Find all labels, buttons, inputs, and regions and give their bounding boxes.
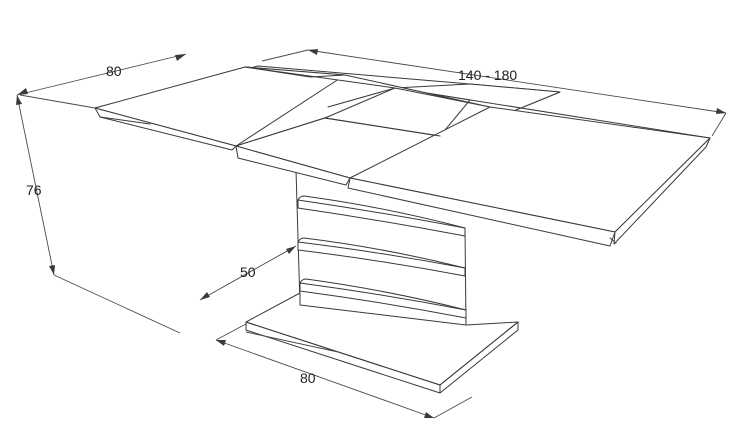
dim-base-width: 80 — [215, 323, 473, 419]
dim-base-depth-label: 50 — [240, 264, 256, 280]
dim-table-height-label: 76 — [26, 182, 42, 198]
dim-table-width: 80 — [16, 53, 187, 109]
dim-table-length-label: 140 - 180 — [458, 67, 517, 83]
dim-table-width-label: 80 — [106, 63, 122, 79]
pedestal — [245, 169, 519, 394]
dim-base-width-label: 80 — [300, 370, 316, 386]
dim-base-depth: 50 — [199, 245, 297, 301]
dim-table-height: 76 — [16, 94, 181, 334]
tabletop — [94, 65, 711, 247]
dim-table-length: 140 - 180 — [261, 49, 727, 137]
